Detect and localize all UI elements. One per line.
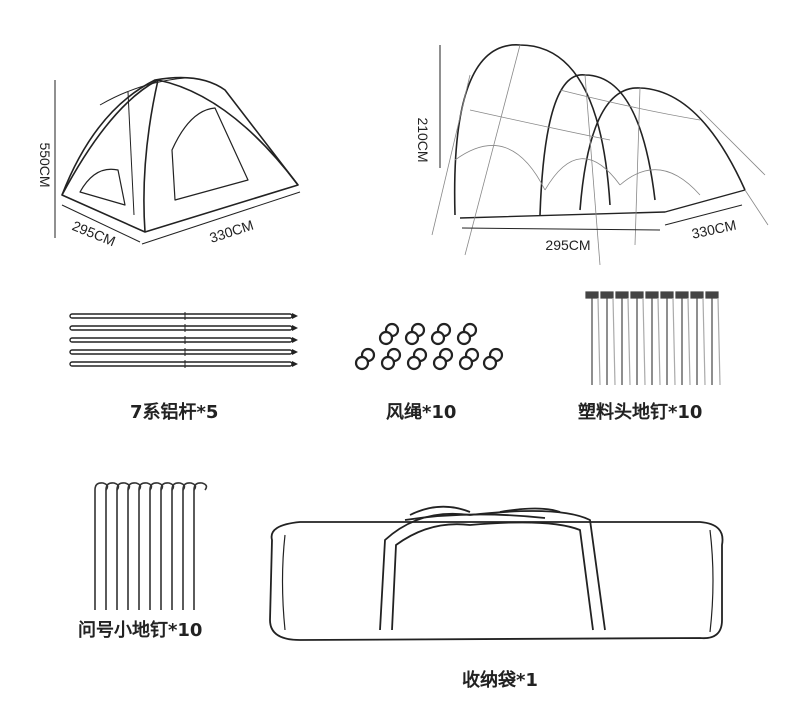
- item-label-plastic-pegs: 塑料头地钉*10: [578, 402, 703, 423]
- large-tent-length: 330CM: [690, 217, 737, 242]
- item-label-bag: 收纳袋*1: [462, 670, 538, 691]
- small-tent-width: 295CM: [70, 217, 118, 249]
- guy-ropes: [354, 322, 504, 371]
- aluminum-poles: [69, 312, 298, 368]
- small-tent: [54, 76, 301, 245]
- item-label-ropes: 风绳*10: [386, 402, 457, 423]
- large-tent-width: 295CM: [545, 237, 590, 253]
- large-tent: [431, 44, 769, 266]
- hook-pegs: [94, 482, 208, 610]
- small-tent-height: 550CM: [37, 142, 53, 187]
- item-label-poles: 7系铝杆*5: [130, 402, 219, 423]
- large-tent-height: 210CM: [415, 117, 431, 162]
- item-label-hook-pegs: 问号小地钉*10: [78, 620, 203, 641]
- plastic-head-pegs: [585, 291, 721, 386]
- small-tent-length: 330CM: [208, 217, 256, 246]
- storage-bag: [269, 505, 724, 641]
